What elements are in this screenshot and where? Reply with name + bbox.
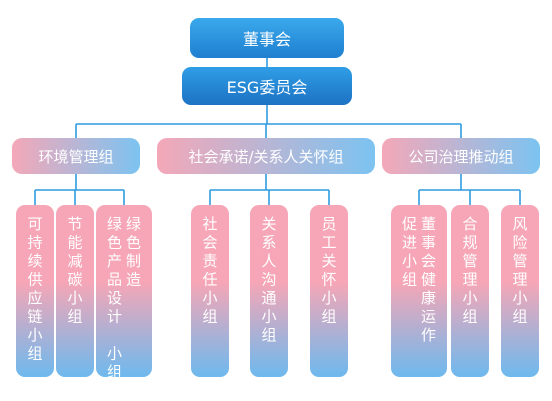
subgroup-label: 促进小组 [402,215,417,289]
subgroup-box: 合规管理小组 [451,205,489,377]
connector-lines [34,58,521,205]
subgroup-label: 风险管理小组 [512,215,527,326]
subgroup-label: 节能减碳小组 [67,215,82,326]
group-box: 公司治理推动组 [382,138,540,174]
committee-label: ESG委员会 [227,78,308,97]
group-box: 社会承诺/关系人关怀组 [157,138,375,174]
subgroup-label: 董事会健康运作 [421,215,436,344]
subgroup-label: 合规管理小组 [462,215,477,326]
group-label: 环境管理组 [38,148,113,166]
board-label: 董事会 [243,30,291,49]
subgroup-label: 可持续供应链小组 [27,215,42,363]
board-box: 董事会 [190,18,344,58]
subgroup-label: 员工关怀小组 [321,215,336,326]
subgroup-box: 社会责任小组 [191,205,229,377]
subgroup-box: 节能减碳小组 [56,205,94,377]
subgroup-box: 可持续供应链小组 [16,205,54,377]
subgroup-box: 关系人沟通小组 [250,205,288,377]
group-box: 环境管理组 [12,138,140,174]
subgroup-box: 风险管理小组 [501,205,539,377]
subgroup-label: 社会责任小组 [202,215,217,326]
subgroup-label: 绿色产品设计 小组 [107,215,122,381]
subgroup-box: 员工关怀小组 [310,205,348,377]
subgroup-label: 关系人沟通小组 [261,215,276,344]
group-label: 社会承诺/关系人关怀组 [188,148,343,166]
esg-committee-box: ESG委员会 [182,67,352,105]
group-label: 公司治理推动组 [408,148,513,166]
subgroup-label: 绿色制造 [126,215,141,289]
